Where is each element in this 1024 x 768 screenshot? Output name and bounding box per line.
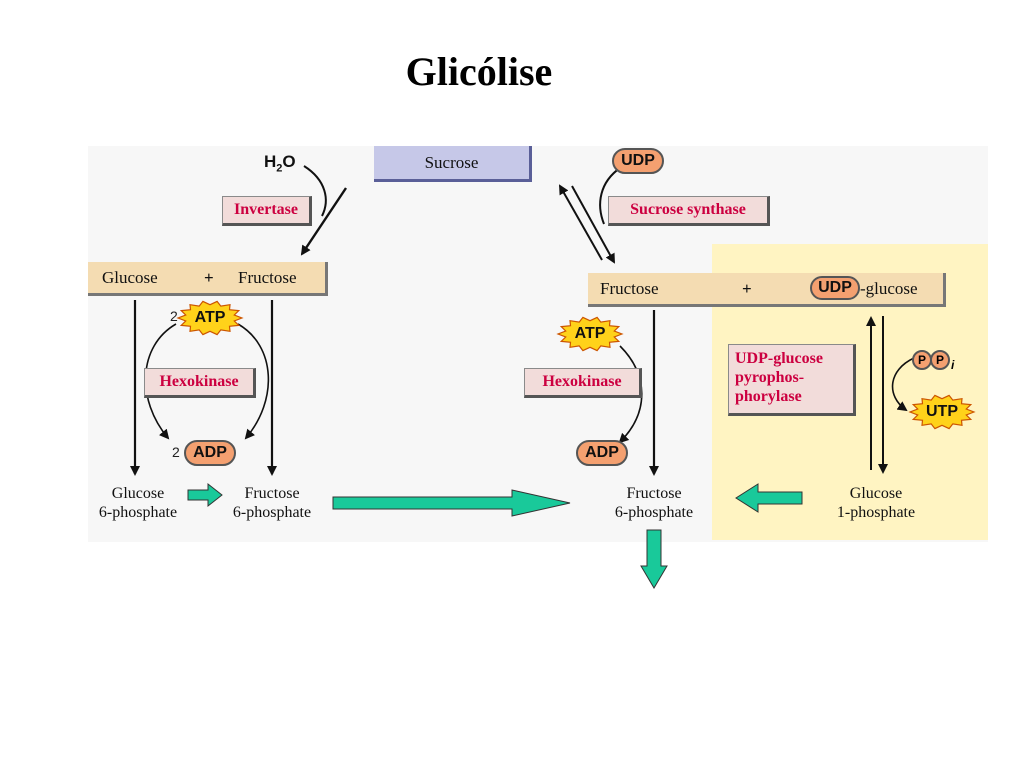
glucose1p-line-1: Glucose	[849, 485, 903, 502]
udp-input-curve	[599, 167, 621, 225]
glucose-label: Glucose	[102, 267, 158, 287]
hexokinase-enzyme-right: Hexokinase	[524, 368, 642, 398]
glucose6p-line-2: 6-phosphate	[98, 504, 178, 521]
fructose6p-left-line-2: 6-phosphate	[232, 504, 312, 521]
water-label: H2O	[264, 152, 296, 178]
atp-coefficient: 2	[170, 308, 178, 324]
fructose-udp-glucose-row: Fructose + UDP -glucose	[588, 273, 946, 307]
glucose-1-phosphate-label: Glucose 1-phosphate	[820, 484, 932, 522]
glucose6p-to-fructose6p-arrow	[187, 482, 223, 508]
adp-pill-left: ADP	[184, 440, 236, 466]
fructose6p-right-line-1: Fructose	[626, 485, 682, 502]
adp-pill-right: ADP	[576, 440, 628, 466]
adp-coefficient: 2	[172, 444, 180, 460]
udp-top-pill: UDP	[612, 148, 664, 174]
phosphate-circle-1: P	[912, 350, 932, 370]
atp-star-left	[176, 300, 244, 336]
water-input-curve	[303, 165, 327, 217]
enzyme-line-3: phorylase	[735, 388, 802, 405]
atp-label-right: ATP	[574, 325, 606, 342]
invertase-arrow	[300, 187, 347, 256]
enzyme-line-1: UDP-glucose	[735, 350, 823, 367]
page-title: Glicólise	[405, 49, 553, 94]
glucose1p-line-2: 1-phosphate	[836, 504, 916, 521]
atp-label-left: ATP	[194, 309, 226, 326]
phosphate-circle-2: P	[930, 350, 950, 370]
enzyme-line-2: pyrophos-	[735, 369, 805, 386]
atp-star-right	[556, 316, 624, 352]
atp-to-adp-curve-right	[237, 323, 270, 440]
sucrose-synthase-enzyme: Sucrose synthase	[608, 196, 770, 226]
utp-label: UTP	[926, 403, 958, 420]
hexokinase-enzyme-left: Hexokinase	[144, 368, 256, 398]
glucose-fructose-row: Glucose + Fructose	[88, 262, 328, 296]
pi-subscript: i	[951, 358, 955, 372]
glucose-suffix-label: -glucose	[860, 278, 918, 298]
glucose6p-line-1: Glucose	[111, 485, 165, 502]
glucose1p-to-fructose6p-arrow	[735, 483, 803, 513]
fructose6p-left-line-1: Fructose	[244, 485, 300, 502]
water-o: O	[282, 152, 296, 171]
water-h: H	[264, 152, 277, 171]
fructose-6-phosphate-label-left: Fructose 6-phosphate	[216, 484, 328, 522]
glucose-6-phosphate-label: Glucose 6-phosphate	[82, 484, 194, 522]
invertase-enzyme: Invertase	[222, 196, 312, 226]
sucrose-synthase-arrow-up	[559, 184, 603, 261]
utp-star	[908, 394, 976, 430]
left-to-right-fructose6p-arrow	[332, 489, 571, 517]
sucrose-box: Sucrose	[374, 146, 532, 182]
fructose-label-right: Fructose	[600, 278, 659, 298]
plus-sign-right: +	[742, 278, 752, 298]
udp-row-pill: UDP	[810, 276, 860, 300]
fructose-6-phosphate-label-right: Fructose 6-phosphate	[598, 484, 710, 522]
plus-sign: +	[204, 267, 214, 287]
fructose6p-right-line-2: 6-phosphate	[614, 504, 694, 521]
fructose-label: Fructose	[238, 267, 297, 287]
ppi-to-utp-curve	[891, 357, 915, 412]
fructose6p-to-glycolysis-arrow	[640, 529, 668, 589]
sucrose-synthase-arrow-down	[571, 185, 615, 264]
udp-glucose-pyrophosphorylase-enzyme: UDP-glucose pyrophos- phorylase	[728, 344, 856, 416]
water-subscript: 2	[276, 162, 283, 175]
